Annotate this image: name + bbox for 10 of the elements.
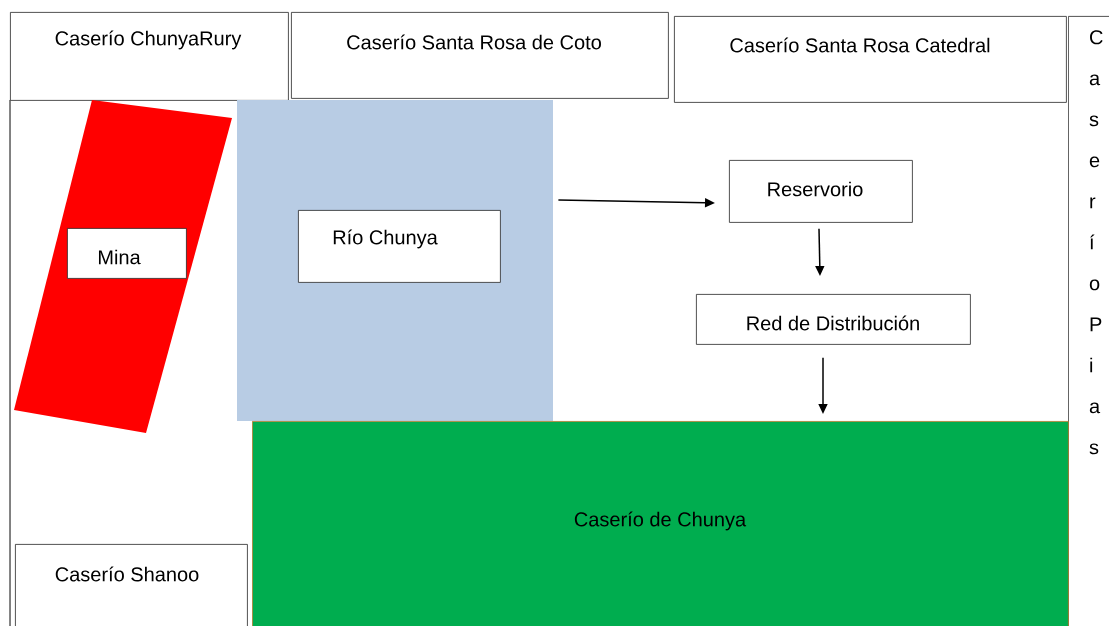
location-box: Caserío Santa Rosa Catedral: [674, 16, 1067, 103]
location-box: Caserío Shanoo: [15, 544, 248, 626]
process-box: Red de Distribución: [696, 294, 971, 345]
location-box: C a s e r í o P i a s: [1068, 16, 1109, 626]
village-area: Caserío de Chunya: [252, 421, 1069, 626]
location-box: Caserío Santa Rosa de Coto: [291, 12, 669, 99]
label-box: Mina: [67, 228, 187, 279]
label-box: Río Chunya: [298, 210, 501, 283]
location-box: Caserío ChunyaRury: [10, 12, 289, 101]
process-box: Reservorio: [729, 160, 913, 223]
